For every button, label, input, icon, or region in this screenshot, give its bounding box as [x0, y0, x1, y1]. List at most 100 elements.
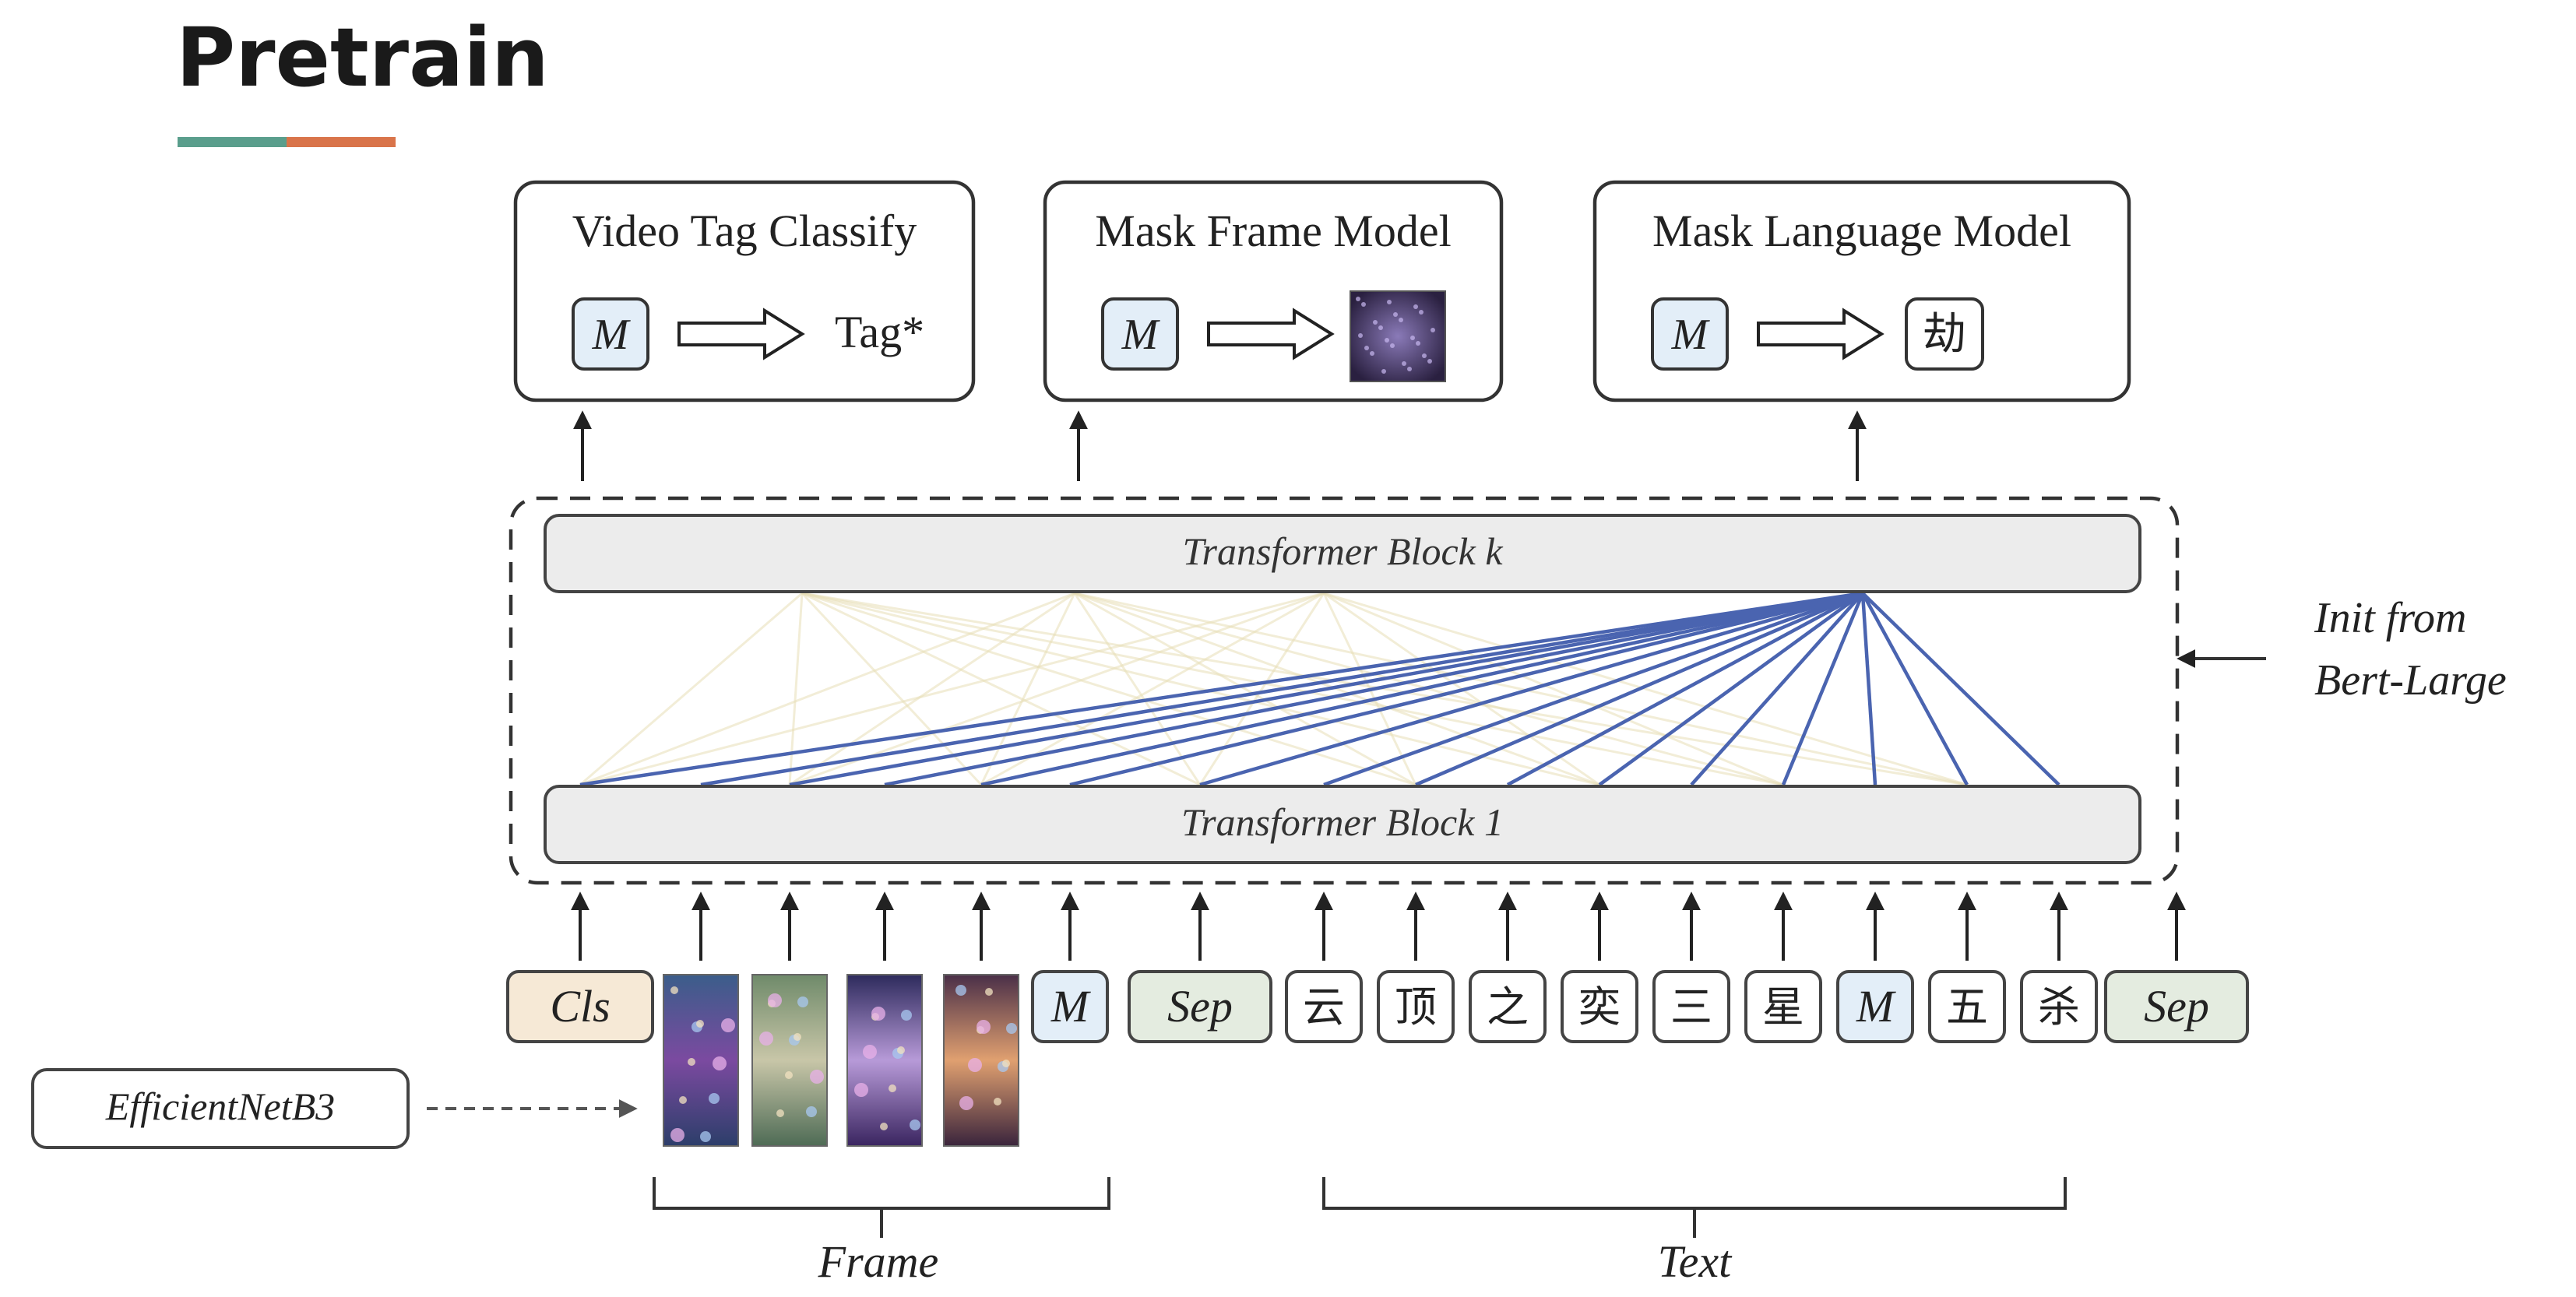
attention-line — [1415, 591, 1863, 787]
head-arrows — [573, 410, 1867, 481]
attention-line — [700, 591, 1863, 787]
attention-lines — [579, 591, 2060, 787]
slide-title: Pretrain — [176, 10, 549, 105]
predicted-frame-thumbnail — [1350, 290, 1446, 382]
token-sep: Sep — [1128, 970, 1272, 1043]
attention-line — [980, 591, 1863, 787]
frame-group-label: Frame — [818, 1236, 939, 1287]
token-sep: Sep — [2104, 970, 2249, 1043]
task-head-title: Mask Language Model — [1652, 206, 2071, 256]
token-label: 云 — [1303, 982, 1345, 1032]
faint-attention-line — [579, 592, 1075, 786]
token-char: 云 — [1285, 970, 1363, 1043]
frame-brace: Frame — [653, 1177, 1110, 1287]
mask-token: M — [572, 297, 649, 371]
faint-attention-line — [801, 592, 1600, 786]
text-brace: Text — [1322, 1177, 2067, 1287]
title-underline-teal — [178, 137, 287, 147]
task-head-title: Video Tag Classify — [572, 206, 917, 256]
faint-attention-line — [801, 592, 983, 786]
token-label: Sep — [2144, 981, 2209, 1032]
token-char: 杀 — [2020, 970, 2098, 1043]
transformer-block-k: Transformer Block k — [544, 514, 2141, 593]
attention-line — [1598, 592, 1864, 786]
transform-arrow-icon — [1757, 308, 1884, 360]
task-head-output: Tag* — [835, 307, 924, 357]
title-underline-orange — [287, 137, 396, 147]
token-label: 五 — [1946, 982, 1988, 1032]
attention-line — [1690, 592, 1864, 786]
token-frame — [846, 974, 923, 1147]
attention-line — [884, 591, 1863, 787]
attention-line — [1506, 592, 1864, 786]
faint-attention-line — [789, 592, 1075, 786]
mask-token-label: M — [592, 311, 632, 359]
token-char: 顶 — [1377, 970, 1455, 1043]
token-cls: Cls — [506, 970, 654, 1043]
mask-token: M — [1101, 297, 1179, 371]
faint-attention-line — [579, 592, 1325, 786]
init-note-line-2: Bert-Large — [2314, 656, 2507, 705]
faint-attention-line — [980, 592, 1325, 786]
faint-attention-line — [1323, 592, 1968, 786]
token-label: M — [1856, 981, 1896, 1032]
init-note-line-1: Init from — [2314, 594, 2466, 642]
attention-line — [1323, 591, 1863, 787]
predicted-char-label: 劫 — [1923, 309, 1966, 360]
encoder-label: EfficientNetB3 — [105, 1084, 335, 1128]
attention-line — [1861, 592, 2060, 786]
attention-line — [579, 591, 1863, 787]
faint-attention-line — [801, 592, 1784, 786]
faint-attention-line — [579, 592, 803, 786]
token-mask: M — [1836, 970, 1914, 1043]
transformer-block-1: Transformer Block 1 — [544, 785, 2141, 864]
token-frame — [751, 974, 828, 1147]
transform-arrow-icon — [677, 308, 805, 360]
token-frame — [943, 974, 1019, 1147]
faint-attention-line — [1074, 592, 1600, 786]
transformer-block-k-label: Transformer Block k — [1182, 529, 1503, 573]
token-label: 杀 — [2038, 982, 2080, 1032]
token-label: Sep — [1167, 981, 1233, 1032]
faint-attention-line — [1073, 592, 1202, 786]
attention-line — [1860, 592, 1877, 786]
faint-attention-line — [789, 592, 1325, 786]
token-char: 奕 — [1561, 970, 1638, 1043]
token-label: Cls — [550, 981, 610, 1032]
token-label: 奕 — [1578, 982, 1621, 1032]
encoder-box: EfficientNetB3 — [31, 1068, 410, 1149]
token-char: 之 — [1469, 970, 1547, 1043]
faint-attention-line — [801, 592, 1968, 786]
attention-line — [1199, 591, 1863, 787]
faint-attention-line — [788, 592, 804, 786]
faint-attention-line — [1323, 592, 1784, 786]
token-char: 星 — [1744, 970, 1822, 1043]
init-note: Init from Bert-Large — [2177, 594, 2507, 705]
attention-line — [1781, 592, 1865, 786]
transform-arrow-icon — [1207, 308, 1335, 360]
token-char: 三 — [1652, 970, 1730, 1043]
token-frame — [663, 974, 739, 1147]
attention-line — [1069, 591, 1863, 787]
mask-token: M — [1651, 297, 1729, 371]
faint-attention-line — [980, 592, 1076, 786]
mask-token-label: M — [1671, 311, 1711, 359]
token-label: M — [1050, 981, 1091, 1032]
mask-token-label: M — [1121, 311, 1161, 359]
token-label: 之 — [1487, 982, 1529, 1032]
token-label: 星 — [1762, 982, 1804, 1032]
token-char: 五 — [1928, 970, 2006, 1043]
transformer-block-1-label: Transformer Block 1 — [1181, 800, 1504, 844]
attention-line — [789, 591, 1863, 787]
token-label: 顶 — [1395, 982, 1437, 1032]
text-group-label: Text — [1658, 1236, 1733, 1287]
token-mask: M — [1031, 970, 1109, 1043]
faint-attention-line — [1074, 592, 1416, 786]
faint-attention-line — [1074, 592, 1968, 786]
attention-line — [1861, 592, 1969, 786]
